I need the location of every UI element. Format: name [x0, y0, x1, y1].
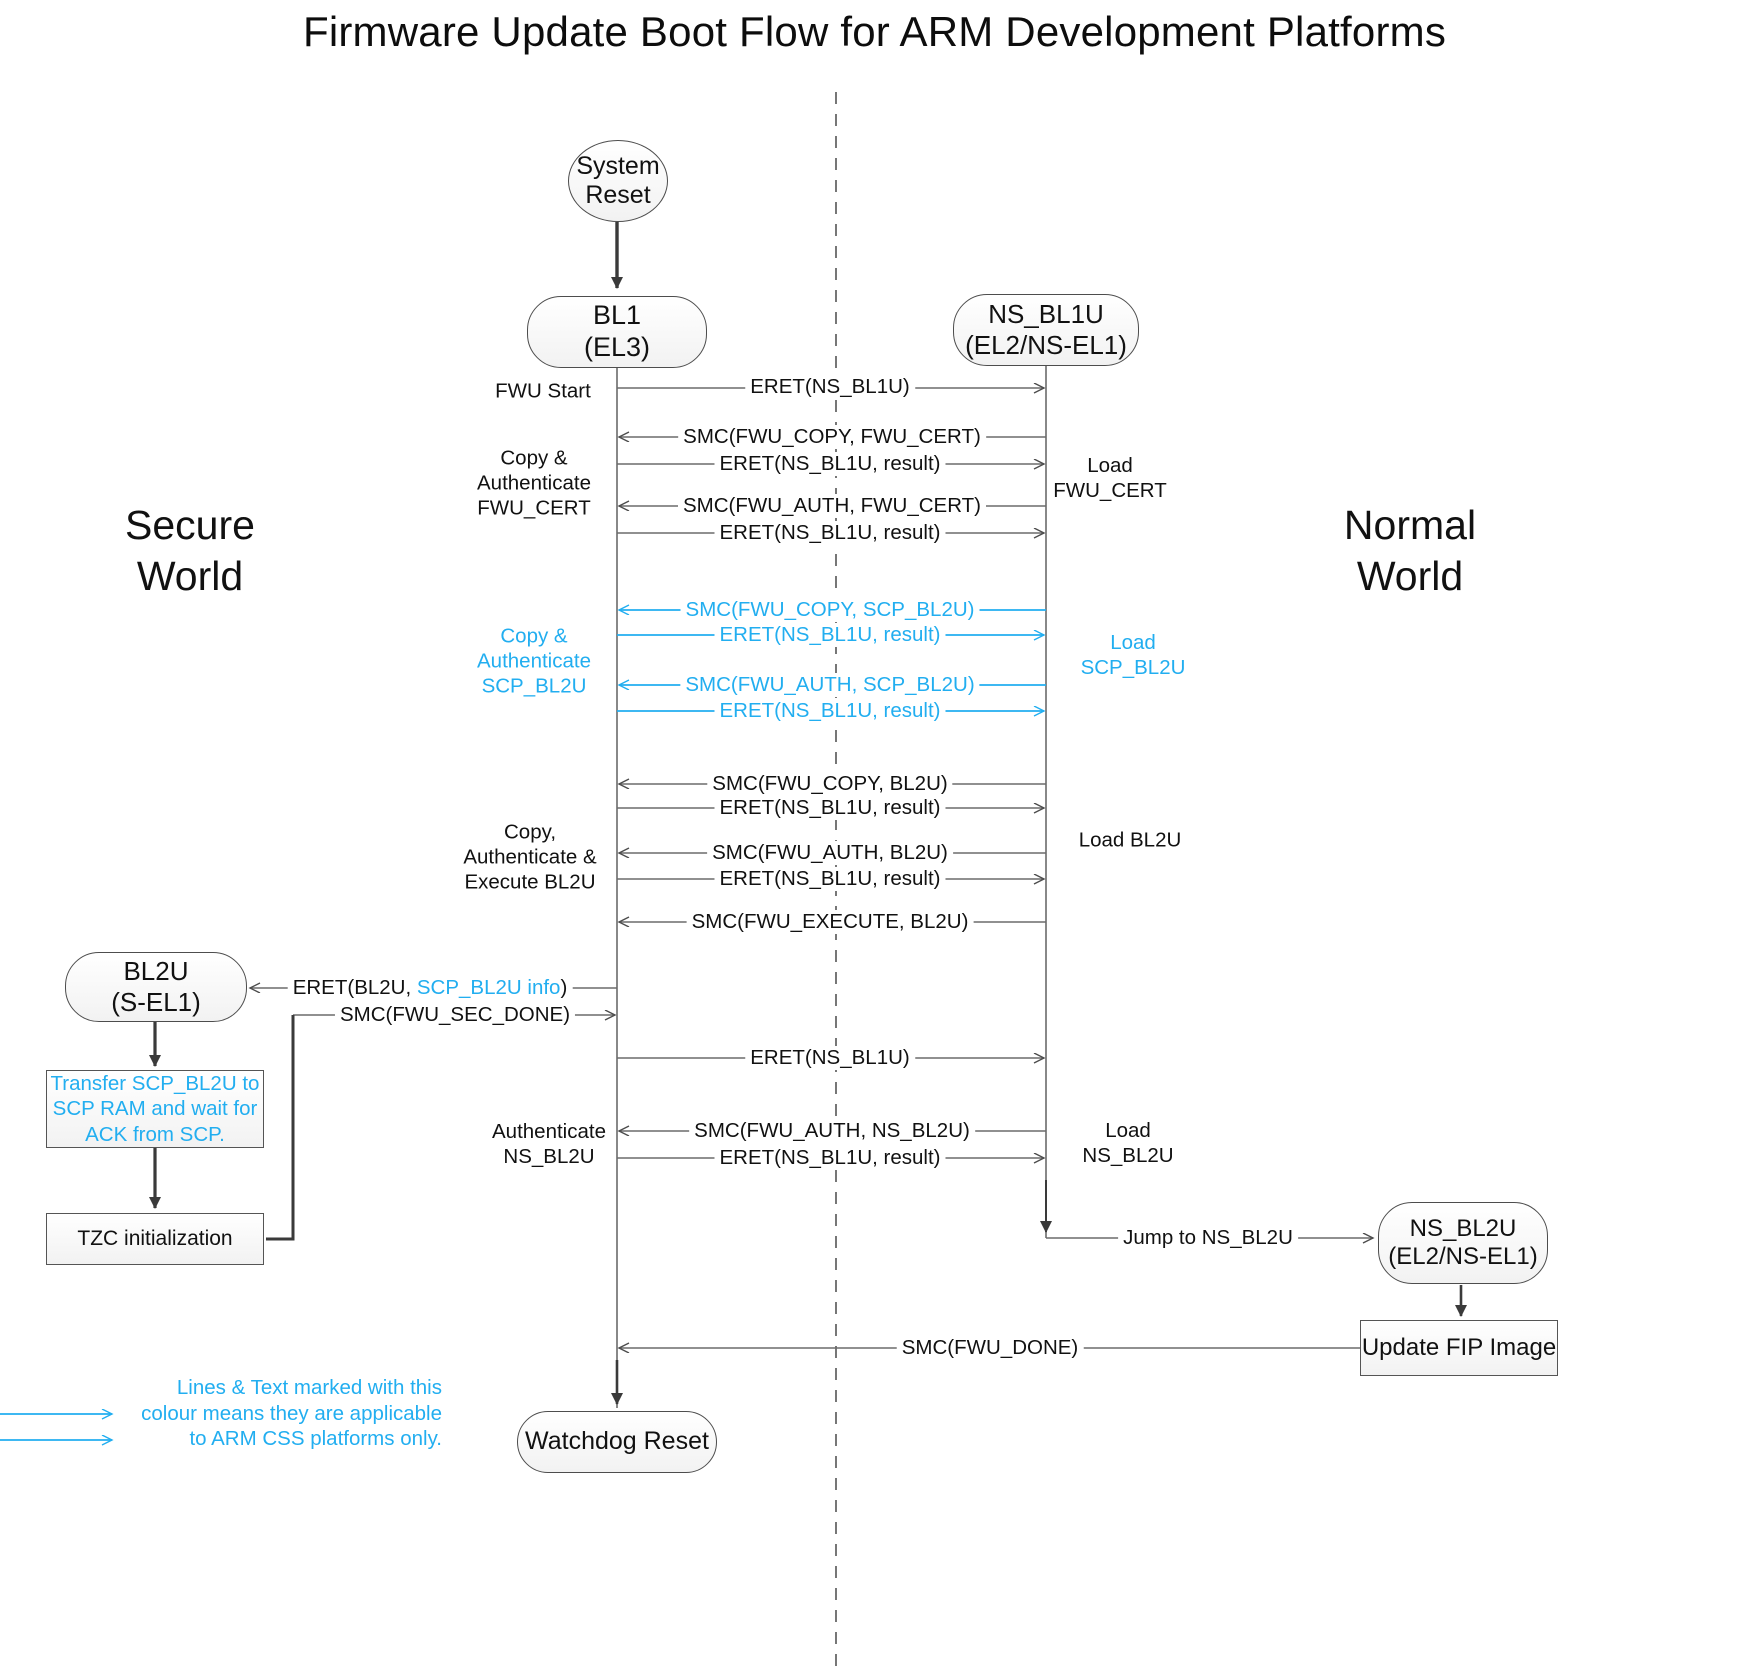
msg-label-m8: SMC(FWU_AUTH, SCP_BL2U) [680, 673, 980, 697]
node-tzc-line1: TZC initialization [77, 1226, 233, 1250]
node-tzc-initialization[interactable]: TZC initialization [46, 1213, 264, 1265]
node-update-fip-line1: Update FIP Image [1361, 1333, 1557, 1361]
msg-label-m20: SMC(FWU_DONE) [896, 1336, 1084, 1360]
msg-label-m1: ERET(NS_BL1U) [745, 375, 915, 399]
msg-label-m14: SMC(FWU_EXECUTE, BL2U) [686, 910, 974, 934]
node-watchdog-reset[interactable]: Watchdog Reset [517, 1411, 717, 1473]
node-watchdog-line1: Watchdog Reset [525, 1427, 709, 1456]
eret-bl2u-cyan-part: SCP_BL2U info [416, 976, 561, 999]
side-note-authenticate-ns-bl2u: Authenticate NS_BL2U [492, 1120, 606, 1168]
side-note-load-fwu-cert: Load FWU_CERT [1053, 454, 1167, 502]
side-note-fwu-start: FWU Start [495, 379, 591, 403]
node-system-reset-line1: System [576, 151, 660, 180]
node-ns-bl2u[interactable]: NS_BL2U (EL2/NS-EL1) [1378, 1202, 1548, 1284]
side-note-copy-auth-exec-bl2u: Copy, Authenticate & Execute BL2U [463, 820, 597, 894]
side-note-copy-auth-fwu-cert: Copy & Authenticate FWU_CERT [477, 446, 591, 520]
node-transfer-line1: Transfer SCP_BL2U to [50, 1071, 260, 1095]
msg-label-m12: SMC(FWU_AUTH, BL2U) [707, 841, 953, 865]
msg-label-m11: ERET(NS_BL1U, result) [714, 796, 946, 820]
msg-label-eret-bl2u: ERET(BL2U, SCP_BL2U info) [287, 976, 573, 1000]
msg-label-m13: ERET(NS_BL1U, result) [714, 867, 946, 891]
node-transfer-line2: SCP RAM and wait for [52, 1097, 258, 1121]
msg-label-m16: ERET(NS_BL1U) [745, 1046, 915, 1070]
msg-label-m5: ERET(NS_BL1U, result) [714, 521, 946, 545]
msg-label-m4: SMC(FWU_AUTH, FWU_CERT) [678, 494, 986, 518]
node-ns-bl1u-line1: NS_BL1U [988, 299, 1104, 330]
label-secure-world: Secure World [125, 502, 255, 600]
node-ns-bl1u-line2: (EL2/NS-EL1) [965, 330, 1127, 360]
node-bl1-line1: BL1 [592, 300, 642, 331]
msg-label-m7: ERET(NS_BL1U, result) [714, 623, 946, 647]
msg-label-m17: SMC(FWU_AUTH, NS_BL2U) [689, 1119, 975, 1143]
msg-label-m15: SMC(FWU_SEC_DONE) [334, 1003, 576, 1027]
msg-label-m10: SMC(FWU_COPY, BL2U) [707, 772, 953, 796]
node-transfer-scp-bl2u[interactable]: Transfer SCP_BL2U to SCP RAM and wait fo… [46, 1070, 264, 1148]
node-transfer-line3: ACK from SCP. [85, 1122, 225, 1146]
node-bl1[interactable]: BL1 (EL3) [527, 296, 707, 368]
node-ns-bl1u[interactable]: NS_BL1U (EL2/NS-EL1) [953, 294, 1139, 366]
node-system-reset[interactable]: System Reset [568, 140, 668, 222]
msg-label-m3: ERET(NS_BL1U, result) [714, 452, 946, 476]
page-title: Firmware Update Boot Flow for ARM Develo… [302, 8, 1447, 55]
msg-label-m19: Jump to NS_BL2U [1118, 1226, 1298, 1250]
node-update-fip-image[interactable]: Update FIP Image [1360, 1320, 1558, 1376]
label-normal-world: Normal World [1343, 502, 1477, 600]
node-bl1-line2: (EL3) [583, 332, 651, 362]
eret-bl2u-prefix: ERET(BL2U, [292, 976, 417, 999]
side-note-copy-auth-scp-bl2u: Copy & Authenticate SCP_BL2U [477, 624, 591, 698]
node-bl2u-line2: (S-EL1) [111, 987, 201, 1017]
side-note-load-scp-bl2u: Load SCP_BL2U [1080, 631, 1186, 679]
side-note-load-bl2u: Load BL2U [1078, 828, 1182, 852]
eret-bl2u-suffix: ) [560, 976, 568, 999]
path-tzc-to-secdone [266, 1015, 295, 1241]
node-system-reset-line2: Reset [585, 181, 651, 209]
legend-note: Lines & Text marked with this colour mea… [141, 1376, 442, 1451]
msg-label-m6: SMC(FWU_COPY, SCP_BL2U) [680, 598, 980, 622]
msg-label-m18: ERET(NS_BL1U, result) [714, 1146, 946, 1170]
node-ns-bl2u-line1: NS_BL2U [1409, 1214, 1517, 1242]
node-bl2u[interactable]: BL2U (S-EL1) [65, 952, 247, 1022]
node-bl2u-line1: BL2U [123, 956, 189, 987]
node-ns-bl2u-line2: (EL2/NS-EL1) [1388, 1243, 1538, 1270]
msg-label-m2: SMC(FWU_COPY, FWU_CERT) [678, 425, 986, 449]
msg-label-m9: ERET(NS_BL1U, result) [714, 699, 946, 723]
side-note-load-ns-bl2u: Load NS_BL2U [1082, 1119, 1174, 1167]
